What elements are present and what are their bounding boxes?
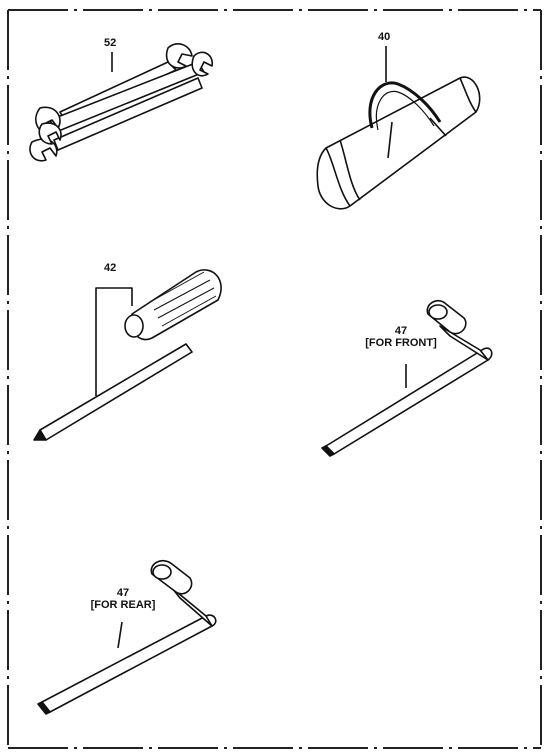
lug-wrench-front-icon (321, 299, 493, 457)
item-note-rear: [FOR REAR] (90, 598, 156, 611)
tool-bag-icon (316, 46, 481, 210)
screwdriver-icon (33, 269, 222, 441)
item-note-front: [FOR FRONT] (365, 336, 437, 349)
item-number-47-rear: 47 (116, 587, 130, 599)
open-end-wrenches-icon (29, 43, 213, 162)
item-number-47-front: 47 (394, 325, 408, 337)
item-number-52: 52 (104, 37, 117, 49)
item-callout-47-rear: 47 [FOR REAR] (68, 587, 178, 611)
item-number-40: 40 (378, 31, 391, 43)
lug-wrench-rear-icon (37, 559, 217, 715)
item-callout-47-front: 47 [FOR FRONT] (338, 325, 464, 349)
item-number-42: 42 (104, 262, 117, 274)
frame-border (7, 9, 542, 749)
